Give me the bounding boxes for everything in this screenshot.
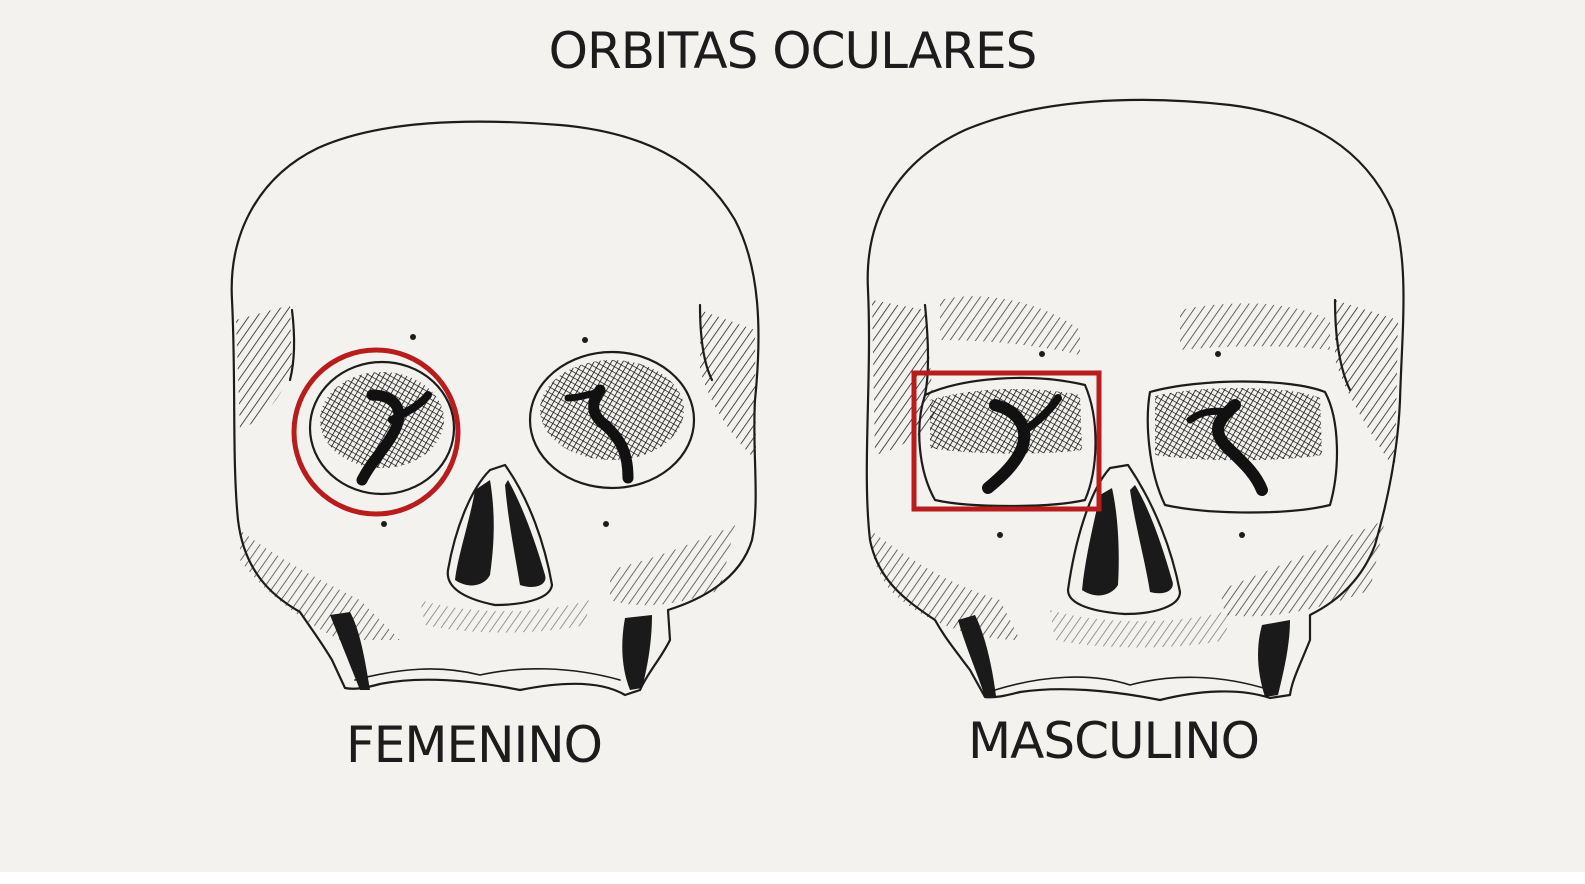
female-skull xyxy=(232,122,759,695)
female-label: FEMENINO xyxy=(346,716,602,774)
male-label: MASCULINO xyxy=(968,712,1259,770)
bottom-margin xyxy=(0,872,1585,884)
male-skull xyxy=(867,100,1404,700)
